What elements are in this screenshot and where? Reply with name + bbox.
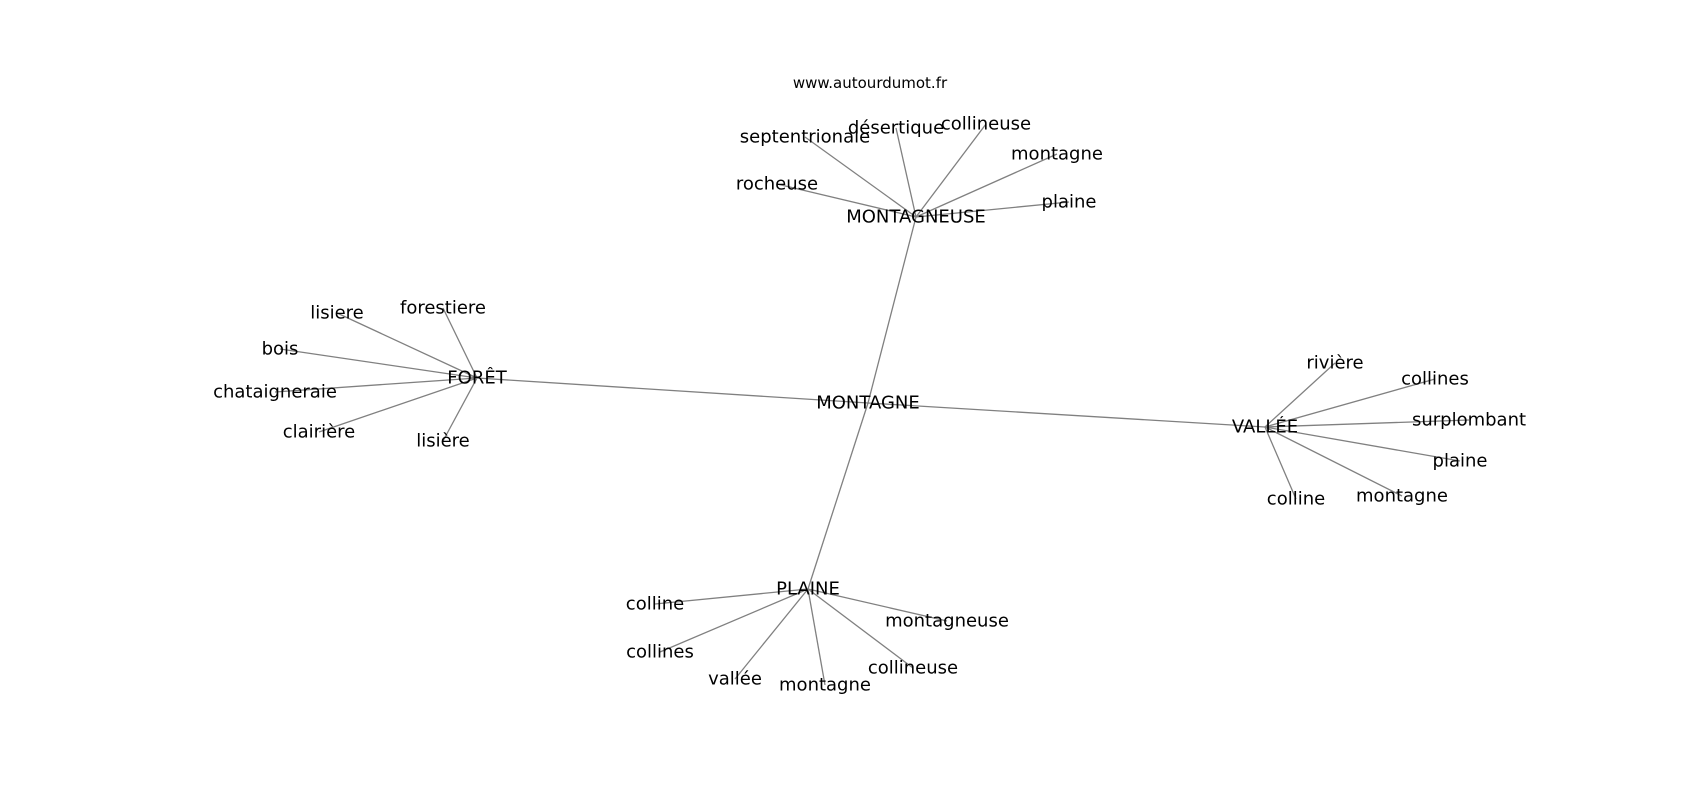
word-node-label[interactable]: lisiere xyxy=(310,303,364,324)
edge-hub-to-word xyxy=(654,588,809,605)
graph-labels: www.autourdumot.fr MONTAGNE MONTAGNEUSE se… xyxy=(213,74,1526,696)
word-node-label[interactable]: rocheuse xyxy=(736,174,818,195)
hub-node-label[interactable]: PLAINE xyxy=(776,579,840,600)
edge-hub-to-word xyxy=(807,588,826,686)
word-node-label[interactable]: désertique xyxy=(848,118,944,139)
edge-hub-to-word xyxy=(279,348,478,379)
word-node-label[interactable]: clairière xyxy=(283,422,355,443)
edge-hub-to-word xyxy=(895,127,917,218)
edge-hub-to-word xyxy=(1264,362,1336,428)
word-node-label[interactable]: plaine xyxy=(1042,192,1097,213)
word-node-label[interactable]: montagne xyxy=(779,675,871,696)
edge-hub-to-word xyxy=(318,377,478,433)
word-node-label[interactable]: colline xyxy=(626,594,684,615)
word-node-label[interactable]: collines xyxy=(1401,369,1469,390)
word-node-label[interactable]: lisière xyxy=(416,431,470,452)
word-node-label[interactable]: septentrionale xyxy=(740,127,870,148)
edge-hub-to-word xyxy=(915,201,1070,218)
edge-hub-to-word xyxy=(336,312,478,379)
hub-node-label[interactable]: MONTAGNEUSE xyxy=(846,207,986,228)
edge-center-to-hub xyxy=(807,402,869,590)
edge-hub-to-word xyxy=(442,377,478,442)
hub-node-label[interactable]: VALLÉE xyxy=(1232,416,1298,438)
edge-hub-to-word xyxy=(804,136,917,218)
edge-hub-to-word xyxy=(1264,419,1470,428)
word-node-label[interactable]: chataigneraie xyxy=(213,382,337,403)
edge-hub-to-word xyxy=(734,588,809,680)
word-node-label[interactable]: plaine xyxy=(1433,451,1488,472)
edge-center-to-hub xyxy=(867,216,917,404)
edge-hub-to-word xyxy=(1264,426,1297,500)
word-node-label[interactable]: montagne xyxy=(1356,486,1448,507)
word-node-label[interactable]: vallée xyxy=(708,669,762,690)
word-node-label[interactable]: montagneuse xyxy=(885,611,1009,632)
edge-hub-to-word xyxy=(776,183,917,218)
word-node-label[interactable]: surplombant xyxy=(1412,410,1526,431)
center-node-label[interactable]: MONTAGNE xyxy=(816,393,920,414)
word-node-label[interactable]: rivière xyxy=(1306,353,1363,374)
edge-hub-to-word xyxy=(807,588,914,669)
edge-hub-to-word xyxy=(1264,426,1403,497)
edge-hub-to-word xyxy=(659,588,809,653)
edge-hub-to-word xyxy=(274,377,478,393)
edge-hub-to-word xyxy=(915,153,1058,218)
edge-hub-to-word xyxy=(807,588,948,622)
word-node-label[interactable]: collineuse xyxy=(868,658,958,679)
hub-node-label[interactable]: FORÊT xyxy=(447,367,507,389)
edge-hub-to-word xyxy=(1264,378,1436,428)
word-node-label[interactable]: bois xyxy=(262,339,299,360)
word-node-label[interactable]: colline xyxy=(1267,489,1325,510)
word-node-label[interactable]: collineuse xyxy=(941,114,1031,135)
edge-hub-to-word xyxy=(442,307,478,379)
edge-hub-to-word xyxy=(915,123,987,218)
edge-center-to-hub xyxy=(476,377,869,404)
site-url-label: www.autourdumot.fr xyxy=(793,74,948,92)
word-node-label[interactable]: montagne xyxy=(1011,144,1103,165)
word-node-label[interactable]: collines xyxy=(626,642,694,663)
edge-hub-to-word xyxy=(1264,426,1461,462)
graph-edges xyxy=(274,123,1470,686)
word-node-label[interactable]: forestiere xyxy=(400,298,486,319)
edge-center-to-hub xyxy=(867,402,1266,428)
